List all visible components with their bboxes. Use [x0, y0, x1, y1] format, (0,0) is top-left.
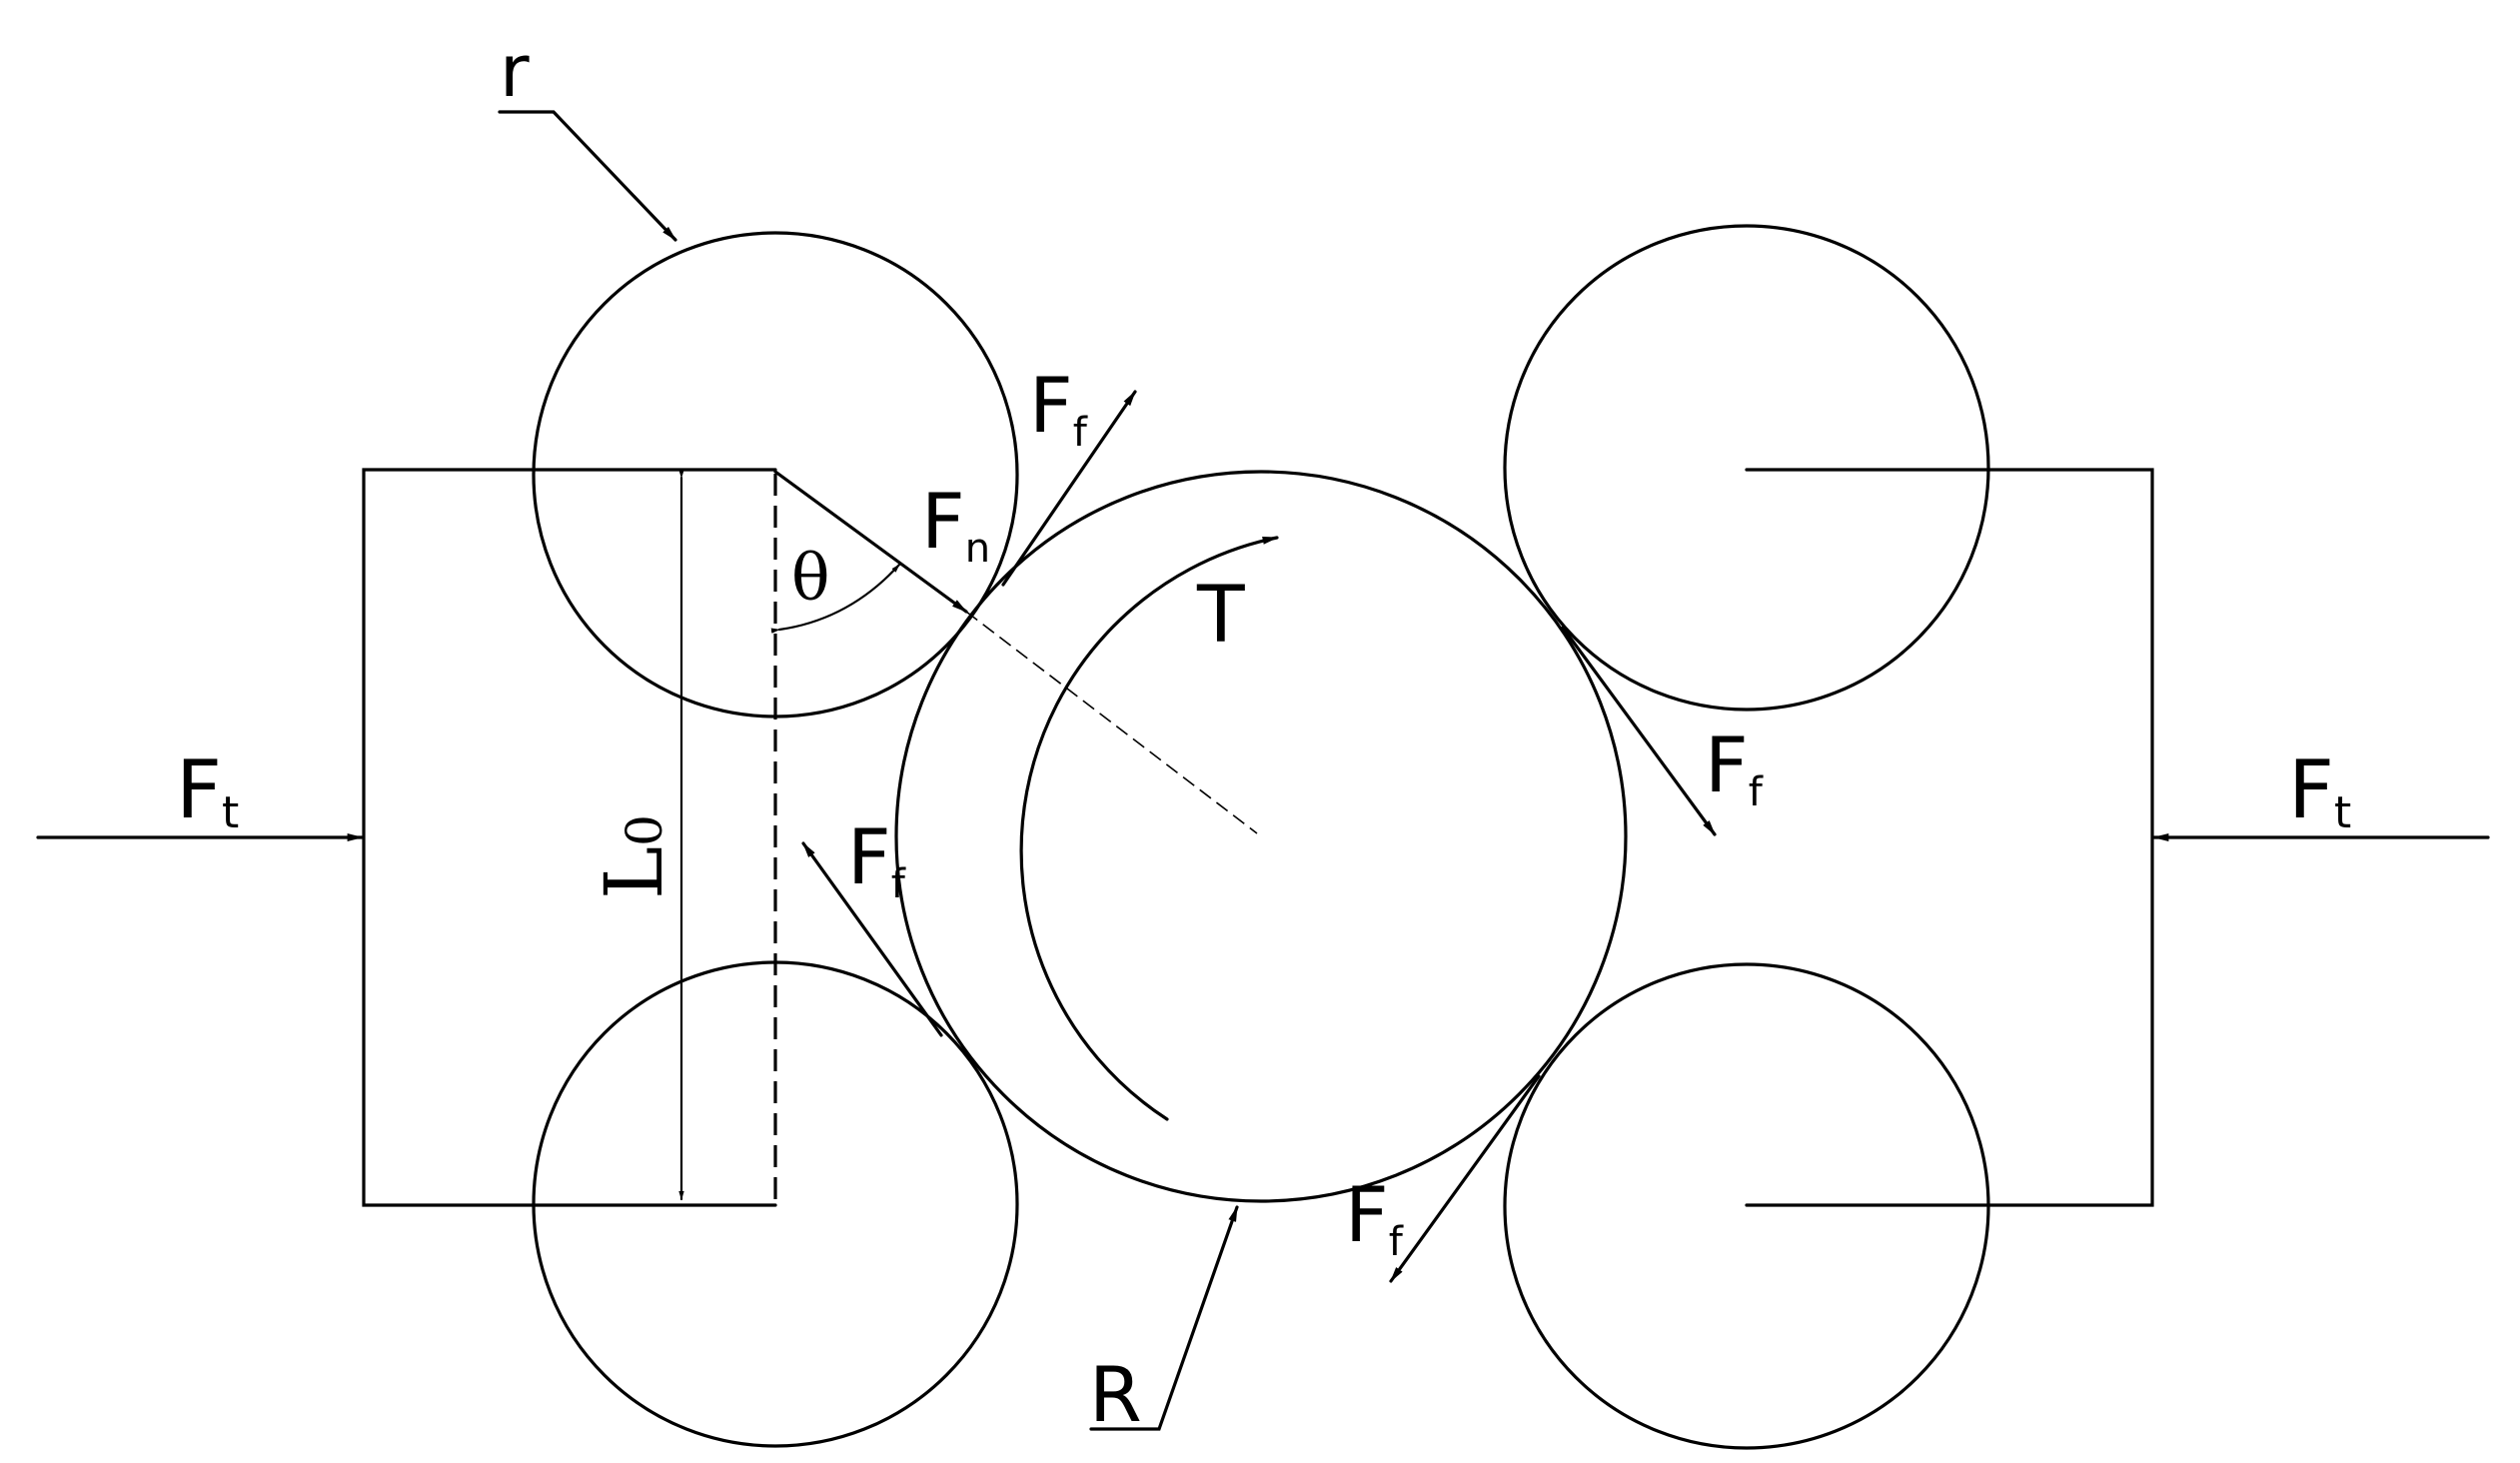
friction-force-bottom-right-arrow [1389, 1074, 1541, 1283]
center-line-dashed [965, 611, 1258, 834]
labels: r R T θ L0 Fn Ff Ff Ff Ff Ft Ft [176, 29, 2351, 1439]
left-frame [362, 468, 777, 1207]
friction-force-top-right-arrow [1561, 626, 1717, 836]
central-workpiece [894, 470, 1628, 1203]
friction-force-label-top-left: Ff [1029, 361, 1088, 456]
rollers [532, 224, 1990, 1450]
svg-text:L0: L0 [588, 814, 680, 899]
friction-force-arrows [801, 390, 1717, 1283]
small-radius-leader [498, 110, 677, 242]
radius-leaders [498, 110, 1239, 1431]
friction-force-bottom-left-arrow [801, 841, 943, 1037]
torque-arrow [1019, 536, 1279, 1121]
spacing-label: L0 [588, 814, 680, 899]
friction-force-label-bottom-left: Ff [847, 812, 906, 907]
small-radius-label: r [500, 29, 530, 113]
normal-force-label: Fn [921, 477, 990, 572]
thrust-force-label-right: Ft [2288, 743, 2351, 838]
angle-label: θ [791, 542, 830, 616]
torque-label: T [1196, 571, 1245, 661]
roller-top-right [1503, 224, 1990, 712]
large-radius-leader [1089, 1205, 1239, 1431]
contact-geometry [770, 470, 1258, 834]
friction-force-label-bottom-right: Ff [1345, 1170, 1404, 1265]
friction-force-label-top-right: Ff [1705, 721, 1764, 815]
angle-arc [770, 563, 901, 634]
right-frame [1745, 468, 2154, 1207]
normal-force-arrow [773, 470, 968, 614]
thrust-force-label-left: Ft [176, 743, 239, 838]
large-radius-label: R [1089, 1350, 1142, 1439]
friction-force-top-left-arrow [1001, 390, 1137, 587]
